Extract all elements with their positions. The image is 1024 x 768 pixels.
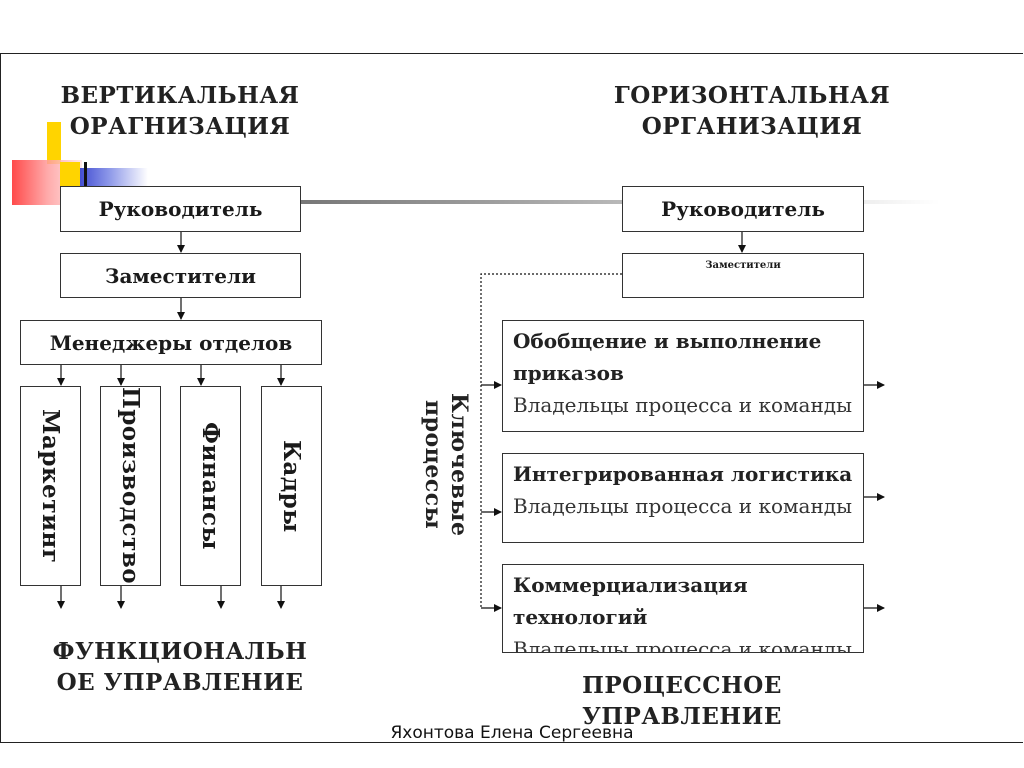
- ornament-blue-gradient: [68, 168, 148, 188]
- left-title: ВЕРТИКАЛЬНАЯ ОРАГНИЗАЦИЯ: [60, 82, 300, 140]
- process-box-2: Интегрированная логистика Владельцы проц…: [502, 453, 864, 543]
- dept-finance-label: Финансы: [197, 421, 224, 550]
- process-box-3: Коммерциализация технологий Владельцы пр…: [502, 564, 864, 653]
- left-deputies-box: Заместители: [60, 253, 301, 298]
- right-title: ГОРИЗОНТАЛЬНАЯ ОРГАНИЗАЦИЯ: [613, 82, 891, 140]
- footer-author: Яхонтова Елена Сергеевна: [390, 723, 634, 743]
- process-2-title: Интегрированная логистика: [513, 462, 853, 486]
- dept-marketing-label: Маркетинг: [37, 408, 64, 564]
- process-1-subtitle: Владельцы процесса и команды: [513, 393, 853, 417]
- process-3-subtitle: Владельцы процесса и команды: [513, 637, 853, 653]
- dept-production-label: Производство: [117, 387, 144, 585]
- process-3-title: Коммерциализация технологий: [513, 573, 748, 629]
- dept-hr: Кадры: [261, 386, 322, 586]
- key-processes-label: Ключевые процессы: [420, 393, 472, 537]
- right-head-label: Руководитель: [661, 197, 825, 221]
- right-head-box: Руководитель: [622, 186, 864, 232]
- left-deputies-label: Заместители: [105, 263, 256, 288]
- dept-hr-label: Кадры: [278, 439, 305, 533]
- ornament-yellow-bar: [47, 122, 61, 164]
- right-bottom-title: ПРОЦЕССНОЕ УПРАВЛЕНИЕ: [582, 672, 782, 730]
- left-managers-box: Менеджеры отделов: [20, 320, 322, 365]
- decorative-line: [300, 200, 940, 204]
- left-head-box: Руководитель: [60, 186, 301, 232]
- dept-finance: Финансы: [180, 386, 241, 586]
- left-managers-label: Менеджеры отделов: [49, 330, 293, 355]
- right-deputies-box: Заместители: [622, 253, 864, 298]
- left-bottom-title: ФУНКЦИОНАЛЬНОЕ УПРАВЛЕНИЕ: [52, 638, 308, 696]
- right-deputies-label: Заместители: [705, 260, 781, 271]
- slide-frame: [0, 53, 1023, 743]
- ornament-yellow-block: [60, 162, 80, 188]
- process-1-title: Обобщение и выполнение приказов: [513, 329, 822, 385]
- left-head-label: Руководитель: [98, 197, 263, 221]
- process-box-1: Обобщение и выполнение приказов Владельц…: [502, 320, 864, 432]
- dept-production: Производство: [100, 386, 161, 586]
- ornament-black-stroke: [84, 162, 87, 190]
- process-2-subtitle: Владельцы процесса и команды: [513, 494, 853, 518]
- dept-marketing: Маркетинг: [20, 386, 81, 586]
